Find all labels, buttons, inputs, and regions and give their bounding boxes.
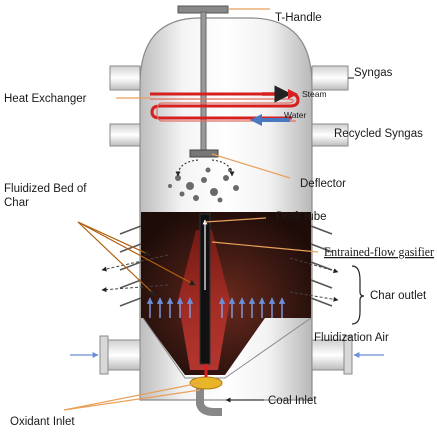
t-handle-rod [201, 12, 206, 152]
deflector-label: Deflector [300, 178, 346, 190]
left-upper-nozzle [110, 66, 140, 90]
left-mid-nozzle [110, 124, 140, 146]
char-outlet-right [311, 226, 332, 306]
syngas-label: Syngas [354, 67, 393, 79]
left-air-flange [100, 336, 108, 374]
syngas-nozzle [312, 66, 348, 90]
draft-tube-label: Draft tube [276, 211, 327, 223]
char-outlet-brace [352, 266, 364, 324]
deflector-plate [190, 150, 218, 157]
oxidant-inlet-label: Oxidant Inlet [10, 416, 75, 428]
entrained-flow-label: Entrained-flow gasifier [324, 245, 435, 259]
fluidized-bed-label-2: Char [4, 197, 29, 209]
t-handle-label: T-Handle [275, 12, 322, 24]
char-outlet-left [120, 226, 141, 306]
heat-exchanger-label: Heat Exchanger [4, 93, 87, 105]
oxidant-inlet-burner [190, 377, 222, 389]
fluidization-air-label: Fluidization Air [314, 332, 389, 344]
coal-inlet-label: Coal Inlet [268, 395, 317, 407]
steam-label: Steam [302, 89, 327, 99]
char-outlet-label: Char outlet [370, 290, 427, 302]
fluidized-bed-label-1: Fluidized Bed of [4, 183, 87, 195]
recycled-syngas-label: Recycled Syngas [334, 128, 423, 140]
water-label: Water [284, 110, 307, 120]
